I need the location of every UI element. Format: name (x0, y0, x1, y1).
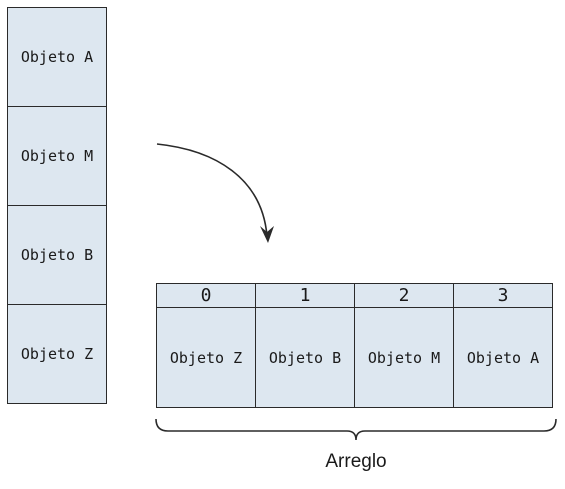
stack-item: Objeto B (7, 205, 107, 305)
array-value: Objeto A (453, 308, 553, 408)
array-index: 0 (156, 283, 256, 308)
array-value: Objeto B (255, 308, 355, 408)
target-array: 0 Objeto Z 1 Objeto B 2 Objeto M 3 Objet… (156, 283, 553, 408)
array-caption: Arreglo (325, 451, 387, 472)
array-value: Objeto Z (156, 308, 256, 408)
array-column: 3 Objeto A (453, 283, 553, 408)
stack-item: Objeto M (7, 106, 107, 206)
array-column: 0 Objeto Z (156, 283, 256, 408)
source-stack: Objeto A Objeto M Objeto B Objeto Z (7, 7, 107, 404)
curly-brace (155, 418, 557, 441)
array-index: 2 (354, 283, 454, 308)
array-index: 3 (453, 283, 553, 308)
stack-item: Objeto A (7, 7, 107, 107)
curved-arrow (156, 143, 268, 237)
stack-item: Objeto Z (7, 304, 107, 404)
array-column: 2 Objeto M (354, 283, 454, 408)
arrow-head-icon (260, 226, 274, 243)
array-value: Objeto M (354, 308, 454, 408)
